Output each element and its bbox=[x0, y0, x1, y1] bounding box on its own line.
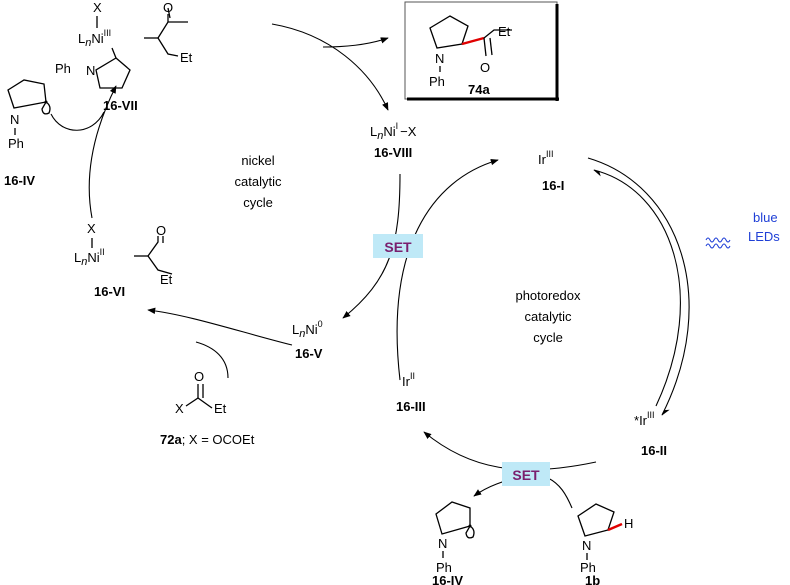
svg-text:16-IV: 16-IV bbox=[4, 173, 35, 188]
svg-text:74a: 74a bbox=[468, 82, 490, 97]
svg-text:cycle: cycle bbox=[533, 330, 563, 345]
svg-text:Et: Et bbox=[214, 401, 227, 416]
compound-16VII: X LnNiIII O Et Ph N 16-VII bbox=[55, 0, 193, 113]
compound-74a: Et O N Ph 74a bbox=[404, 1, 559, 101]
svg-text:Et: Et bbox=[498, 24, 511, 39]
svg-text:O: O bbox=[156, 223, 166, 238]
svg-text:blue: blue bbox=[753, 210, 778, 225]
svg-text:LEDs: LEDs bbox=[748, 229, 780, 244]
set-label-lower: SET bbox=[502, 462, 550, 486]
svg-text:Et: Et bbox=[160, 272, 173, 287]
arrow-16V-to-16VI bbox=[147, 307, 293, 346]
svg-text:LnNiII: LnNiII bbox=[74, 247, 105, 268]
svg-text:cycle: cycle bbox=[243, 195, 273, 210]
arrow-16II-to-16I-inner bbox=[593, 169, 681, 407]
svg-text:LnNi0: LnNi0 bbox=[292, 319, 323, 340]
compound-16VI: X LnNiII O Et 16-VI bbox=[74, 221, 173, 299]
svg-text:16-V: 16-V bbox=[295, 346, 323, 361]
arrow-16III-to-16I bbox=[396, 158, 499, 381]
svg-text:photoredox: photoredox bbox=[515, 288, 581, 303]
arrow-16VIII-to-16V bbox=[342, 173, 401, 319]
svg-text:Ph: Ph bbox=[580, 560, 596, 575]
svg-text:X: X bbox=[175, 401, 184, 416]
svg-text:N: N bbox=[10, 112, 19, 127]
compound-16IV-bottom: N Ph 16-IV bbox=[432, 501, 475, 585]
svg-text:X: X bbox=[93, 0, 102, 15]
svg-text:16-VIII: 16-VIII bbox=[374, 145, 412, 160]
compound-16V: LnNi0 16-V bbox=[292, 319, 323, 361]
compound-72a: X O Et 72a; X = OCOEt bbox=[160, 369, 255, 447]
svg-text:O: O bbox=[480, 60, 490, 75]
svg-text:IrIII: IrIII bbox=[538, 149, 553, 167]
svg-text:catalytic: catalytic bbox=[525, 309, 572, 324]
arrow-16VII-to-16VIII bbox=[271, 23, 389, 111]
arrow-1b-incoming bbox=[547, 477, 573, 509]
svg-text:SET: SET bbox=[384, 239, 412, 255]
svg-text:72a; X = OCOEt: 72a; X = OCOEt bbox=[160, 432, 255, 447]
svg-text:O: O bbox=[194, 369, 204, 384]
svg-text:nickel: nickel bbox=[241, 153, 274, 168]
arrow-16VI-to-16VII bbox=[88, 85, 117, 219]
svg-text:Ph: Ph bbox=[55, 61, 71, 76]
svg-text:O: O bbox=[163, 0, 173, 15]
compound-16III: IrII 16-III bbox=[396, 371, 426, 414]
blue-leds-light: blue LEDs bbox=[705, 210, 780, 249]
svg-text:LnNiIII: LnNiIII bbox=[78, 28, 111, 49]
svg-text:16-III: 16-III bbox=[396, 399, 426, 414]
svg-text:16-I: 16-I bbox=[542, 178, 564, 193]
svg-text:*IrIII: *IrIII bbox=[634, 410, 655, 428]
svg-text:N: N bbox=[435, 51, 444, 66]
set-label-upper: SET bbox=[373, 234, 423, 258]
compound-1b: H N Ph 1b bbox=[577, 503, 633, 585]
compound-16IV-top: N Ph 16-IV bbox=[4, 79, 51, 188]
arrow-72a-incoming bbox=[195, 341, 229, 379]
svg-text:16-IV: 16-IV bbox=[432, 573, 463, 585]
svg-text:catalytic: catalytic bbox=[235, 174, 282, 189]
svg-text:16-II: 16-II bbox=[641, 443, 667, 458]
compound-16II: *IrIII 16-II bbox=[634, 410, 667, 458]
svg-text:16-VII: 16-VII bbox=[103, 98, 138, 113]
svg-text:N: N bbox=[86, 63, 95, 78]
svg-text:Ph: Ph bbox=[8, 136, 24, 151]
photoredox-cycle-label: photoredox catalytic cycle bbox=[515, 288, 581, 345]
svg-text:IrII: IrII bbox=[402, 371, 415, 389]
svg-text:N: N bbox=[582, 538, 591, 553]
arrow-16I-to-16II-outer bbox=[587, 157, 690, 416]
nickel-cycle-label: nickel catalytic cycle bbox=[235, 153, 282, 210]
svg-text:LnNiI−X: LnNiI−X bbox=[370, 121, 417, 142]
svg-text:SET: SET bbox=[512, 467, 540, 483]
compound-16I: IrIII 16-I bbox=[538, 149, 564, 193]
compound-16VIII: LnNiI−X 16-VIII bbox=[370, 121, 417, 160]
arrow-16IV-incoming bbox=[50, 111, 105, 131]
svg-text:Ph: Ph bbox=[436, 560, 452, 575]
svg-text:1b: 1b bbox=[585, 573, 600, 585]
svg-text:Et: Et bbox=[180, 50, 193, 65]
arrow-16II-to-16III bbox=[423, 431, 597, 471]
svg-text:Ph: Ph bbox=[429, 74, 445, 89]
svg-text:X: X bbox=[87, 221, 96, 236]
svg-text:H: H bbox=[624, 516, 633, 531]
arrow-to-74a bbox=[322, 37, 389, 48]
svg-text:16-VI: 16-VI bbox=[94, 284, 125, 299]
svg-text:N: N bbox=[438, 536, 447, 551]
